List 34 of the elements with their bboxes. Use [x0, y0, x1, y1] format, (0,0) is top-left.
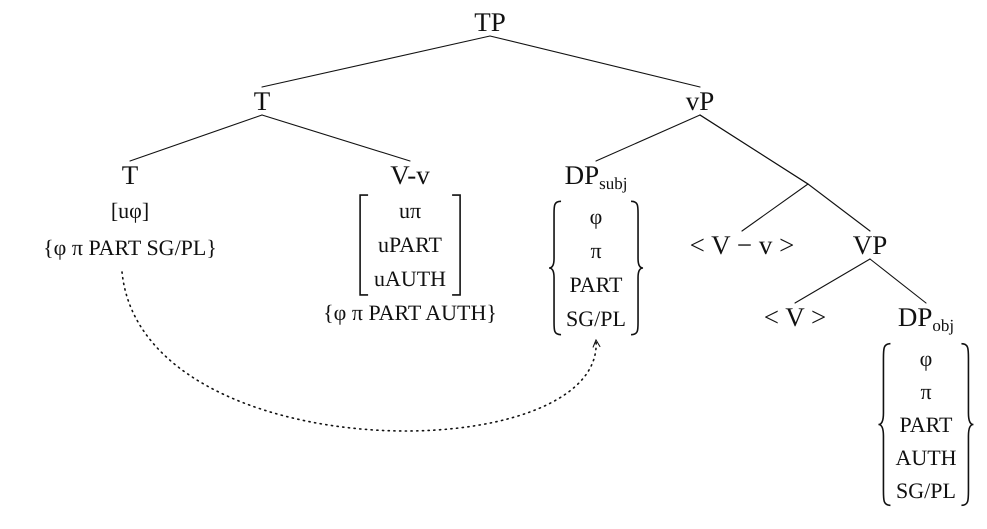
feature-text: φ: [590, 203, 602, 231]
tree-branch: [129, 114, 263, 162]
node-label: vP: [686, 85, 714, 118]
node-label: DP$_{obj}$: [898, 301, 954, 334]
feature-text: [uφ]: [110, 197, 150, 225]
tree-branch: [261, 35, 491, 88]
node-label: VP: [852, 229, 888, 262]
node-label: < V − v >: [690, 229, 794, 262]
feature-text: π: [920, 378, 932, 406]
feature-text: SG/PL: [896, 477, 956, 505]
feature-text: AUTH: [895, 444, 957, 472]
dotted-arrow: [121, 271, 598, 432]
tree-branch: [699, 114, 871, 232]
tree-branch: [595, 114, 701, 162]
feature-text: {φ π PART AUTH}: [323, 299, 497, 327]
feature-text: uPART: [378, 231, 442, 259]
node-label: T: [254, 85, 270, 118]
feature-text: uAUTH: [374, 265, 446, 293]
node-label: < V >: [764, 301, 826, 334]
feature-text: π: [590, 237, 602, 265]
tree-branch: [489, 35, 701, 88]
tree-branch: [261, 114, 411, 162]
node-label: T: [122, 159, 138, 192]
feature-text: PART: [900, 411, 952, 439]
feature-text: uπ: [398, 197, 422, 225]
tree-branch: [794, 258, 871, 304]
node-label: V-v: [390, 159, 430, 192]
feature-text: φ: [920, 345, 932, 373]
node-label: DP$_{subj}$: [564, 159, 628, 192]
feature-text: PART: [570, 271, 622, 299]
feature-text: SG/PL: [566, 305, 626, 333]
tree-branch: [869, 258, 927, 304]
node-label: TP: [474, 6, 506, 39]
feature-text: {φ π PART SG/PL}: [43, 234, 217, 262]
